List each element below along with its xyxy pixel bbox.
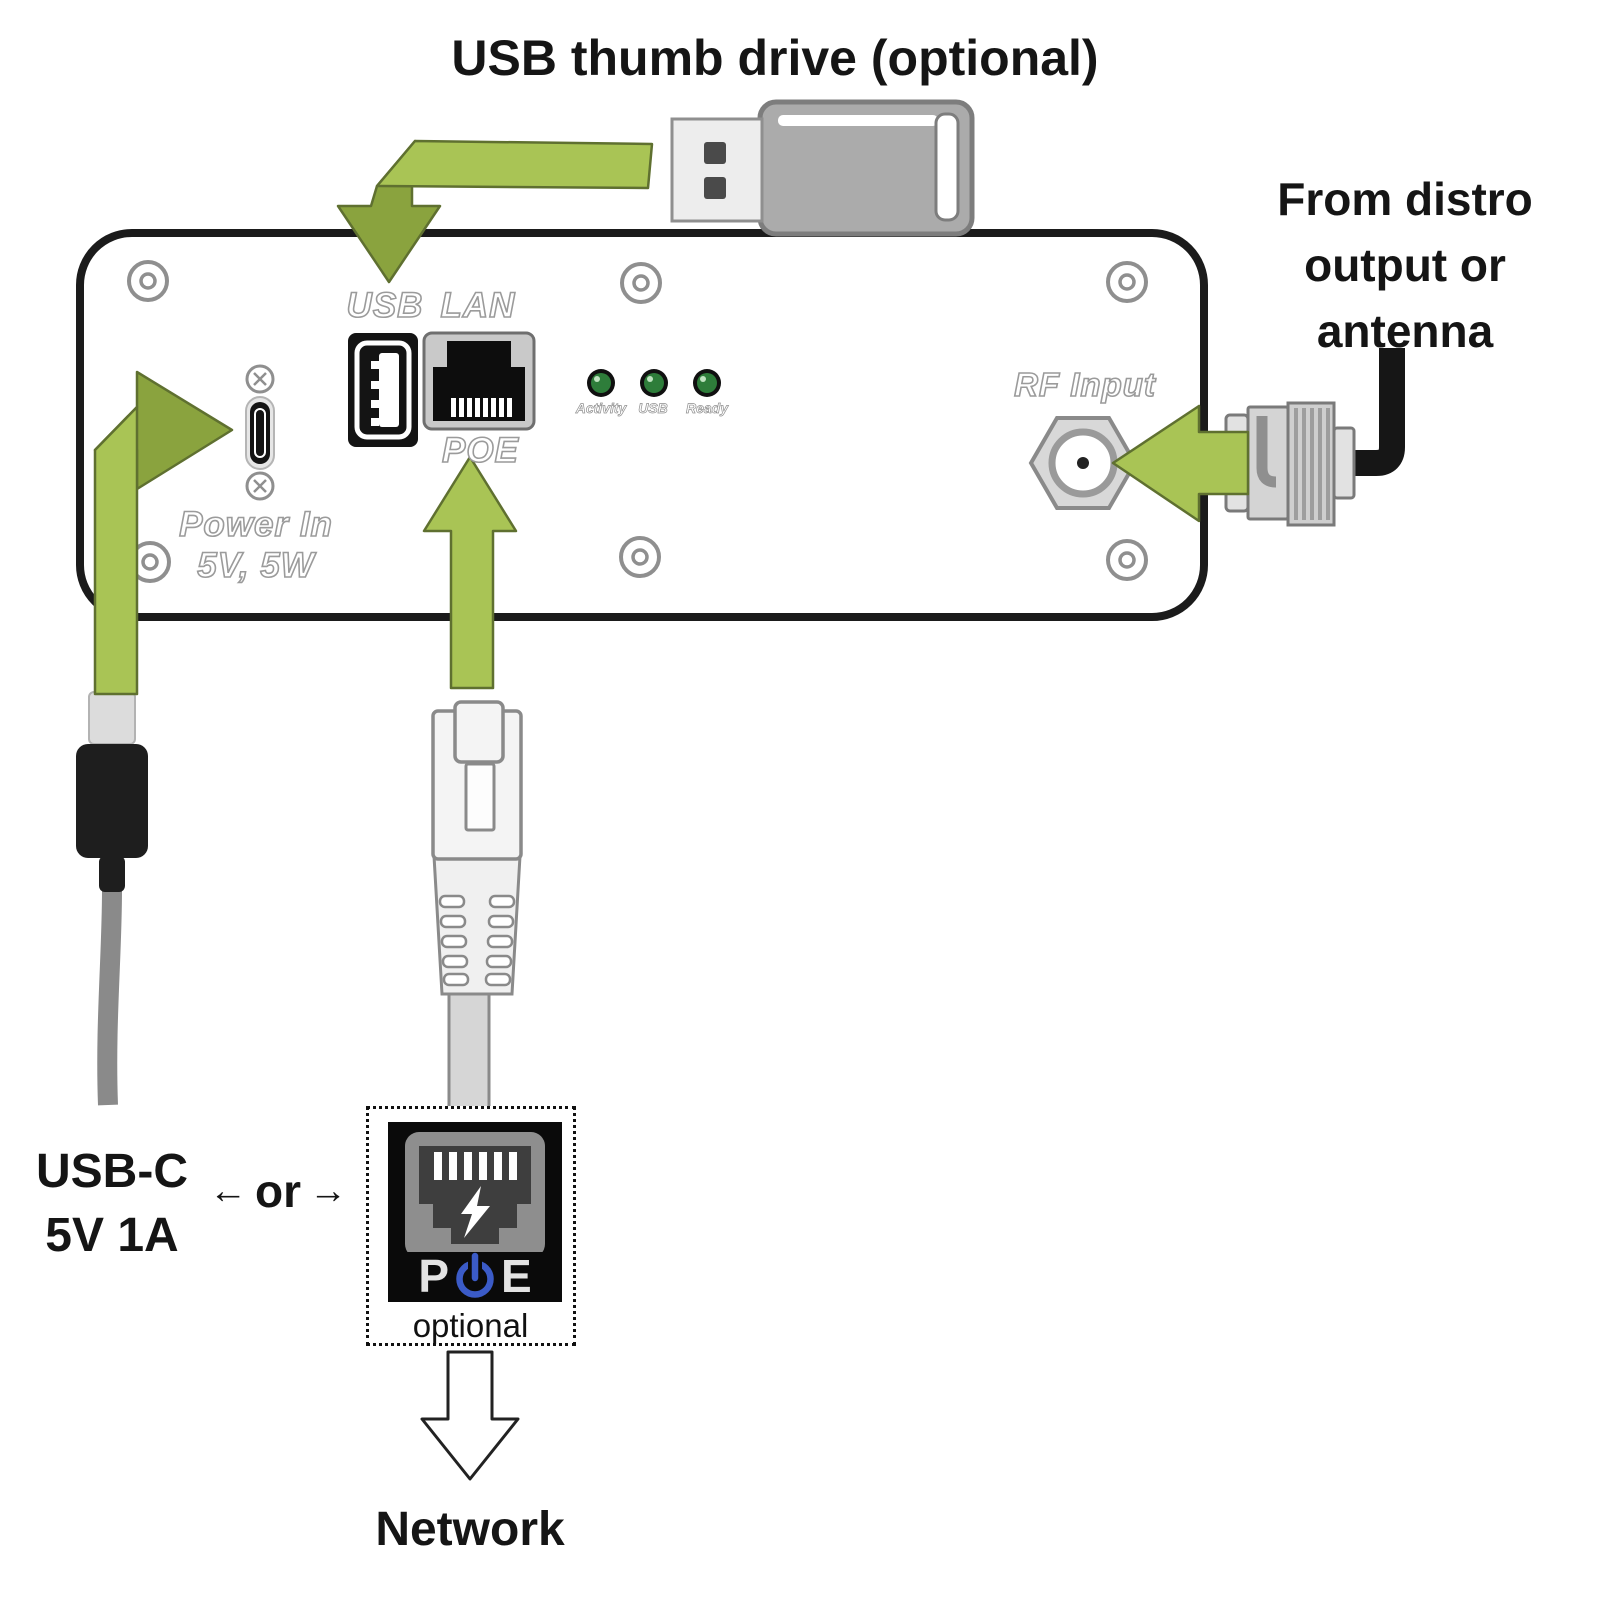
led-usb-label: USB: [638, 400, 668, 416]
rf-cable: [1352, 348, 1405, 476]
arrow-usbc-power: [93, 370, 234, 696]
usbc-rating-line2: 5V 1A: [45, 1209, 179, 1262]
usbc-port-icon: [245, 364, 275, 501]
arrow-rf-input: [1111, 404, 1250, 523]
screw-icon: [1106, 539, 1148, 581]
usb-port-label: USB: [346, 286, 424, 325]
power-icon: [456, 1252, 494, 1298]
lan-port-icon: [422, 331, 536, 431]
poe-letters: P E: [388, 1252, 562, 1300]
usbc-rating-line1: USB-C: [36, 1145, 188, 1198]
power-in-label-line1: Power In: [178, 505, 333, 544]
poe-optional-label: optional: [412, 1307, 529, 1344]
poe-rj45-icon: [405, 1132, 545, 1258]
rf-source-line3: antenna: [1316, 305, 1494, 357]
screw-icon: [619, 536, 661, 578]
led-usb-icon: [640, 369, 668, 397]
led-ready-label: Ready: [685, 400, 729, 416]
rf-input-bnc-jack-icon: [1028, 416, 1138, 510]
usb-thumb-drive-icon: [670, 99, 975, 237]
left-arrow-icon: ←: [209, 1170, 247, 1212]
led-activity-icon: [587, 369, 615, 397]
screw-icon: [127, 260, 169, 302]
usbc-cable-icon: [76, 691, 148, 1106]
usb-a-port-icon: [348, 333, 418, 447]
led-activity-label: Activity: [575, 400, 627, 416]
rf-source-line1: From distro: [1277, 173, 1533, 225]
screw-icon: [620, 262, 662, 304]
or-label: or: [255, 1165, 301, 1217]
poe-option-box: P E optional: [366, 1106, 576, 1346]
rf-source-label: From distro output or antenna: [1250, 166, 1560, 364]
arrow-network: [420, 1350, 520, 1481]
diagram-title: USB thumb drive (optional): [451, 30, 1099, 86]
rf-source-line2: output or: [1304, 239, 1506, 291]
status-leds: [587, 369, 721, 397]
right-arrow-icon: →: [309, 1170, 347, 1212]
or-selector: ← or →: [198, 1168, 358, 1214]
poe-letter-p: P: [418, 1250, 449, 1302]
screw-icon: [1106, 261, 1148, 303]
poe-letter-e: E: [501, 1250, 532, 1302]
lightning-bolt-icon: [461, 1186, 490, 1238]
ethernet-cable-icon: [431, 700, 523, 1114]
arrow-usb-thumb-drive: [336, 139, 654, 284]
lan-port-label: LAN: [440, 286, 516, 325]
power-in-label-line2: 5V, 5W: [196, 546, 315, 585]
poe-port-label: POE: [441, 431, 519, 470]
led-ready-icon: [693, 369, 721, 397]
arrow-poe: [422, 455, 518, 690]
poe-badge: P E: [388, 1122, 562, 1302]
device-panel: [76, 229, 1208, 621]
usbc-rating-label: USB-C 5V 1A: [22, 1140, 202, 1268]
network-label: Network: [375, 1503, 565, 1556]
bnc-cable-connector: [1224, 348, 1405, 527]
rf-input-label: RF Input: [1013, 366, 1156, 403]
